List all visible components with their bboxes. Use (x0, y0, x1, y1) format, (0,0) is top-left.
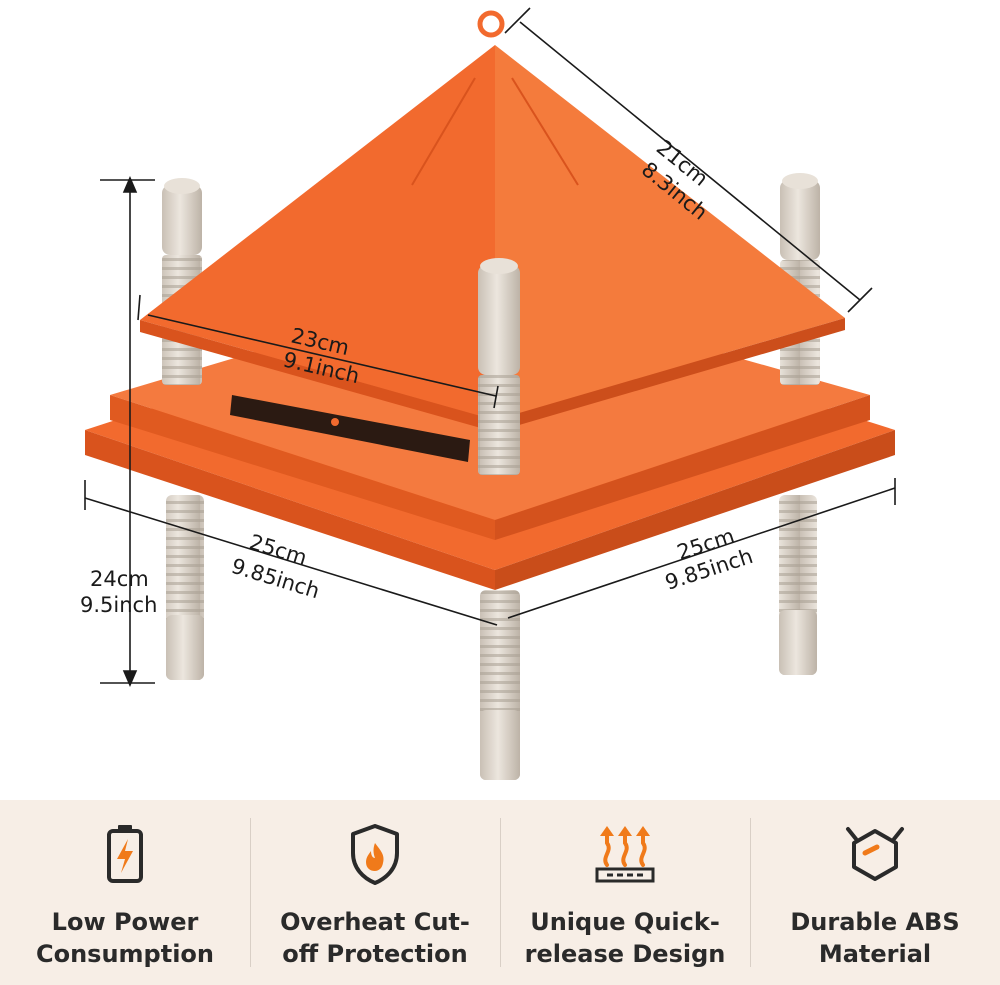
feature-quick-release-text: Unique Quick- release Design (525, 906, 726, 970)
feature-line-2: Consumption (35, 940, 215, 968)
feature-overheat-text: Overheat Cut- off Protection (280, 906, 470, 970)
product-image: 21cm 8.3inch 23cm 9.1inch 25cm 9.85inch … (80, 7, 896, 780)
feature-overheat: Overheat Cut- off Protection (250, 800, 500, 985)
post-front (478, 258, 520, 475)
brand-label (230, 395, 470, 462)
feature-low-power: Low Power Consumption (0, 800, 250, 985)
feature-line-2: off Protection (282, 940, 468, 968)
height-inch-label: 9.5inch (80, 593, 157, 617)
feature-line-1: Overheat Cut- (280, 908, 470, 936)
feature-line-1: Low Power (51, 908, 199, 936)
leg-front-center (480, 590, 520, 780)
hexagon-material-icon (843, 822, 907, 886)
feature-low-power-text: Low Power Consumption (36, 906, 214, 970)
feature-abs-material: Durable ABS Material (750, 800, 1000, 985)
feature-quick-release: Unique Quick- release Design (500, 800, 750, 985)
feature-line-2: Material (818, 940, 932, 968)
feature-line-2: release Design (524, 940, 726, 968)
feature-line-1: Unique Quick- (530, 908, 720, 936)
dimension-lines (84, 7, 896, 688)
leg-back-right (779, 495, 817, 675)
height-cm-label: 24cm (90, 567, 149, 591)
heat-arrows-icon (593, 822, 657, 886)
pyramid-cover (140, 10, 845, 432)
leg-front-left (166, 495, 204, 680)
feature-bar: Low Power Consumption Overheat Cut- off … (0, 800, 1000, 985)
battery-bolt-icon (93, 822, 157, 886)
shield-flame-icon (343, 822, 407, 886)
heating-plate-illustration: 21cm 8.3inch 23cm 9.1inch 25cm 9.85inch … (80, 7, 896, 780)
feature-abs-material-text: Durable ABS Material (790, 906, 959, 970)
feature-line-1: Durable ABS (790, 908, 960, 936)
